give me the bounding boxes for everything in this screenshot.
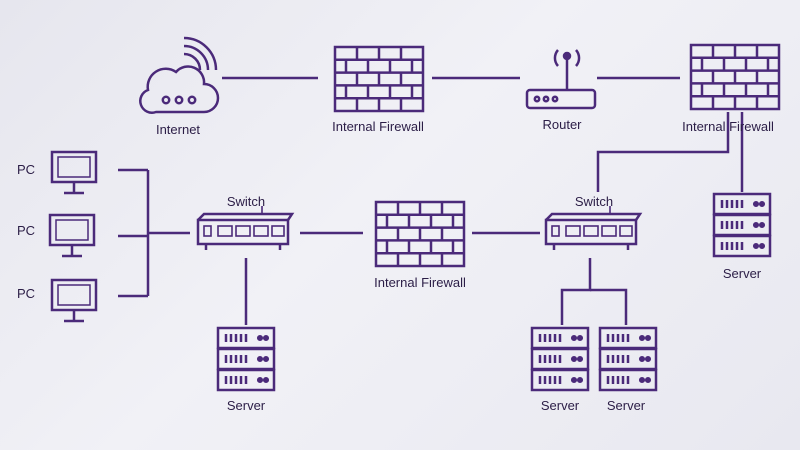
- switch-icon: [544, 206, 643, 250]
- server-bottom-1-label: Server: [541, 398, 580, 413]
- pc-1-node: PC: [17, 150, 98, 195]
- pc-1-label: PC: [17, 162, 35, 177]
- pc-3-node: PC: [17, 278, 98, 323]
- switch-icon: [196, 206, 295, 250]
- pc-2-node: PC: [17, 213, 96, 258]
- firewall-middle-node: Internal Firewall: [374, 200, 466, 290]
- server-left-node: Server: [216, 326, 276, 413]
- server-icon: [530, 326, 590, 392]
- router-icon: [525, 49, 597, 110]
- firewall-top-right-label: Internal Firewall: [682, 119, 774, 134]
- server-icon: [598, 326, 658, 392]
- server-icon: [712, 192, 772, 258]
- router-node: Router: [525, 49, 597, 132]
- firewall-top-label: Internal Firewall: [332, 119, 424, 134]
- server-left-label: Server: [227, 398, 266, 413]
- connection-lines: [118, 76, 744, 325]
- firewall-icon: [374, 200, 466, 268]
- firewall-icon: [333, 45, 425, 113]
- monitor-icon: [50, 278, 98, 323]
- switch-right-label: Switch: [575, 194, 613, 209]
- monitor-icon: [48, 213, 96, 258]
- switch-left-node: Switch: [196, 194, 295, 250]
- monitor-icon: [50, 150, 98, 195]
- server-icon: [216, 326, 276, 392]
- server-bottom-2-node: Server: [598, 326, 658, 413]
- cloud-wifi-icon: [139, 36, 220, 114]
- pc-2-label: PC: [17, 223, 35, 238]
- router-label: Router: [542, 117, 582, 132]
- server-bottom-2-label: Server: [607, 398, 646, 413]
- server-right-node: Server: [712, 192, 772, 281]
- switch-left-label: Switch: [227, 194, 265, 209]
- internet-node: Internet: [139, 36, 220, 137]
- firewall-top-right-node: Internal Firewall: [682, 43, 781, 134]
- pc-3-label: PC: [17, 286, 35, 301]
- server-right-label: Server: [723, 266, 762, 281]
- firewall-icon: [689, 43, 781, 111]
- server-bottom-1-node: Server: [530, 326, 590, 413]
- switch-right-node: Switch: [544, 194, 643, 250]
- firewall-top-node: Internal Firewall: [332, 45, 425, 134]
- internet-label: Internet: [156, 122, 200, 137]
- firewall-middle-label: Internal Firewall: [374, 275, 466, 290]
